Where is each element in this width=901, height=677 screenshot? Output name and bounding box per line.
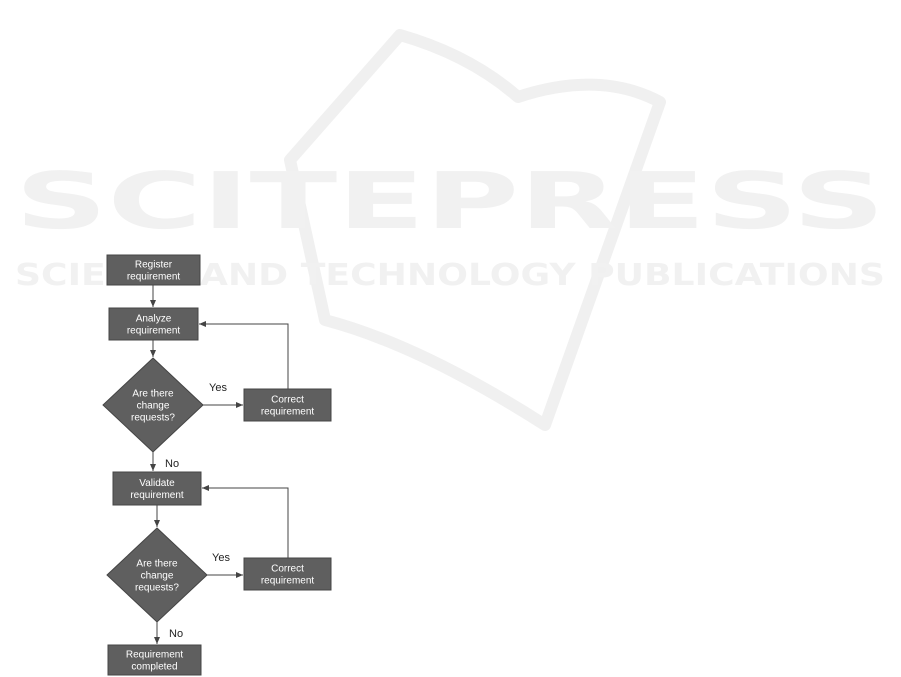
node-label-completed-line-1: Requirement xyxy=(126,650,183,661)
flow-nodes: RegisterrequirementAnalyzerequirementAre… xyxy=(103,255,331,675)
node-label-decision1-line-1: Are there xyxy=(132,389,174,400)
node-label-correct1-line-1: Correct xyxy=(271,395,304,406)
node-label-correct1-line-2: requirement xyxy=(261,407,315,418)
arrow-correct2-to-validate xyxy=(202,488,288,558)
node-label-correct2-line-2: requirement xyxy=(261,576,315,587)
node-label-register-line-2: requirement xyxy=(127,272,181,283)
node-label-decision1-line-2: change xyxy=(137,401,170,412)
node-label-validate-line-1: Validate xyxy=(139,478,175,489)
node-label-correct2-line-1: Correct xyxy=(271,564,304,575)
watermark-logo-text: SCITEPRESS xyxy=(15,157,885,247)
node-label-decision2-line-1: Are there xyxy=(136,559,178,570)
node-label-register-line-1: Register xyxy=(135,260,173,271)
node-label-decision2-line-3: requests? xyxy=(135,583,179,594)
edge-label-yes-1: Yes xyxy=(209,382,227,394)
node-label-analyze-line-2: requirement xyxy=(127,326,181,337)
node-label-analyze-line-1: Analyze xyxy=(136,314,172,325)
node-label-validate-line-2: requirement xyxy=(130,490,184,501)
arrow-correct1-to-analyze xyxy=(199,324,288,389)
edge-label-no-2: No xyxy=(169,628,183,640)
node-label-completed-line-2: completed xyxy=(131,662,177,673)
node-label-decision2-line-2: change xyxy=(141,571,174,582)
node-label-decision1-line-3: requests? xyxy=(131,413,175,424)
edge-label-no-1: No xyxy=(165,458,179,470)
edge-label-yes-2: Yes xyxy=(212,552,230,564)
